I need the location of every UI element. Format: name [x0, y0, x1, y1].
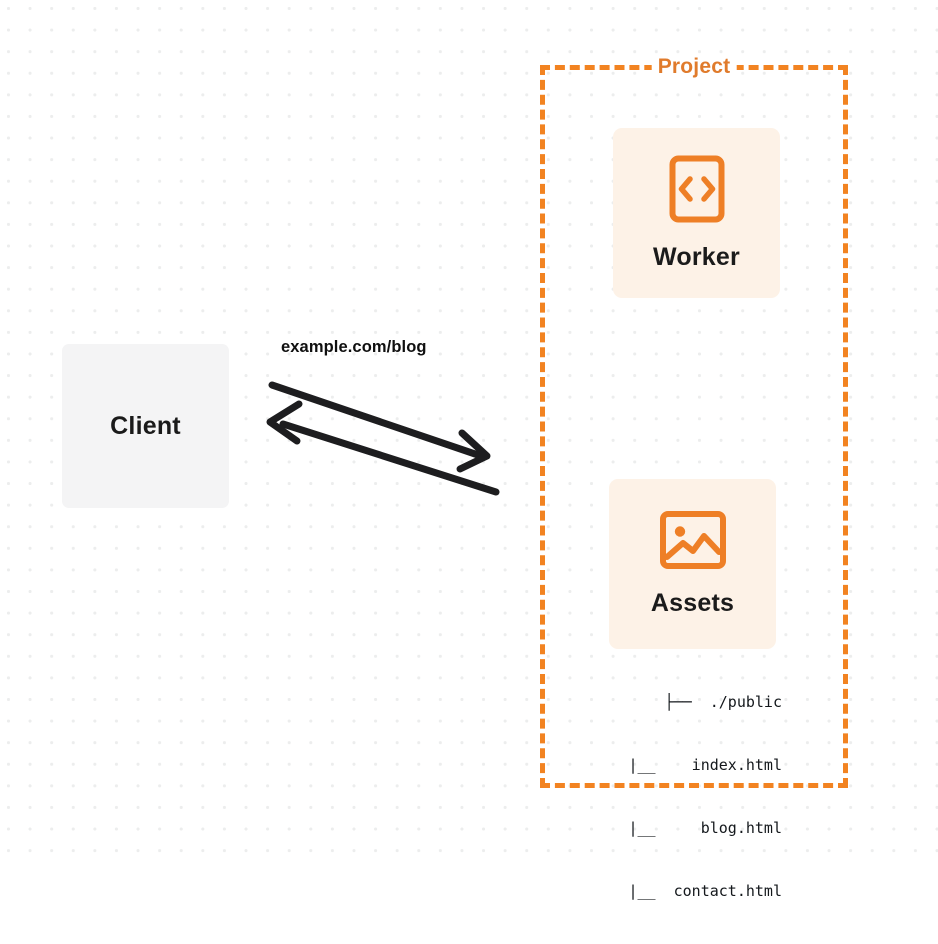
- request-arrow-icon: [268, 381, 491, 473]
- image-icon: [659, 510, 727, 575]
- client-node[interactable]: Client: [62, 344, 229, 508]
- worker-node[interactable]: Worker: [613, 128, 780, 298]
- assets-node-label: Assets: [650, 589, 735, 617]
- response-arrow-icon: [266, 400, 500, 496]
- assets-file-tree: ├── ./public |__ index.html |__ blog.htm…: [560, 650, 782, 944]
- assets-node[interactable]: Assets: [609, 479, 776, 649]
- client-node-label: Client: [110, 411, 181, 440]
- code-brackets-icon: [668, 154, 726, 229]
- request-url-label: example.com/blog: [281, 338, 427, 356]
- diagram-canvas: Client example.com/blog Project Worker: [0, 0, 938, 900]
- tree-line: |__ blog.html: [628, 819, 782, 837]
- tree-line: ├── ./public: [664, 693, 782, 711]
- tree-line: |__ index.html: [628, 756, 782, 774]
- project-title: Project: [651, 56, 737, 77]
- tree-line: |__ contact.html: [628, 882, 782, 900]
- project-container: Project: [540, 56, 848, 788]
- worker-node-label: Worker: [653, 243, 740, 271]
